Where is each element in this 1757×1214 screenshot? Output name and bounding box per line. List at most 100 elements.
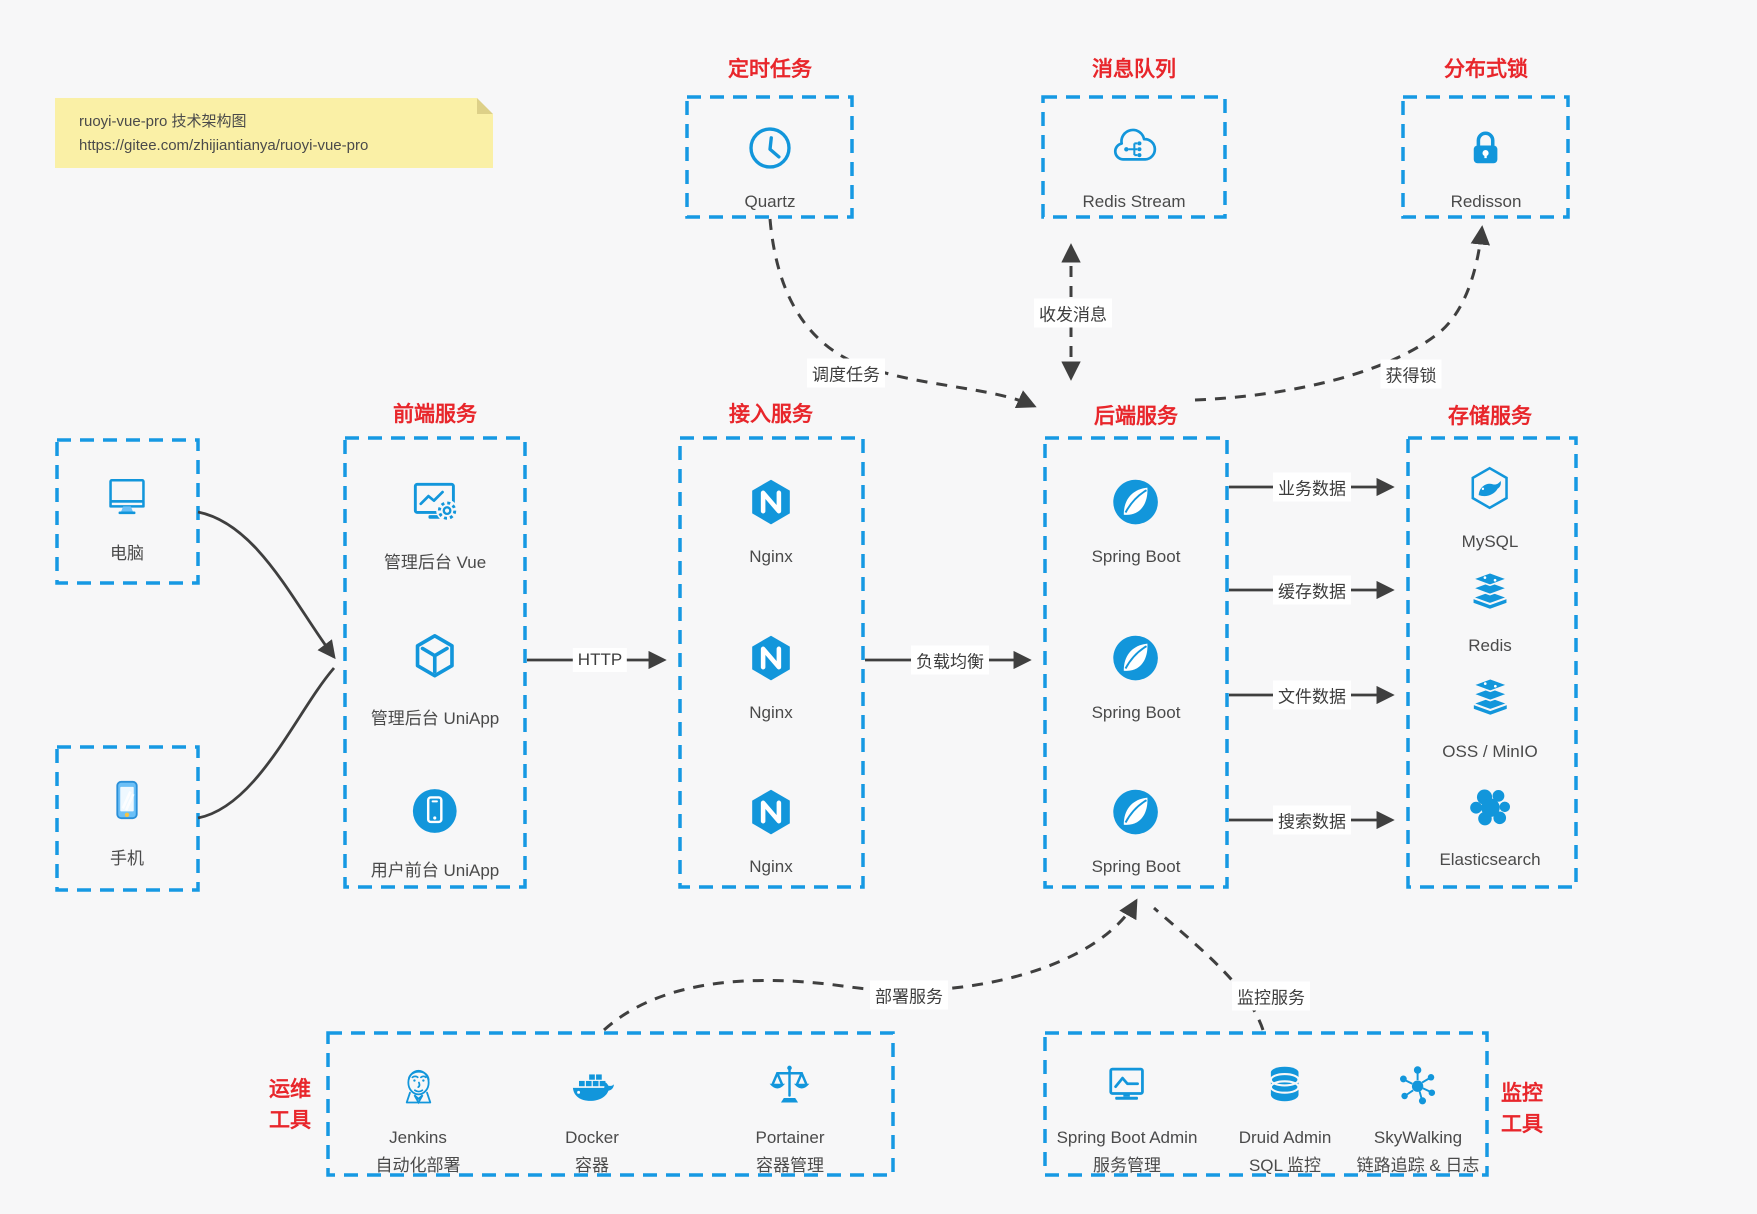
node-label: Spring Boot Admin <box>1056 1128 1198 1147</box>
node-nginx-3: Nginx <box>743 784 799 877</box>
database-icon <box>1259 1059 1311 1116</box>
jenkins-icon <box>392 1059 444 1116</box>
edge-label-messaging: 收发消息 <box>1034 298 1112 328</box>
node-elasticsearch: Elasticsearch <box>1439 779 1541 870</box>
node-sublabel: 自动化部署 <box>375 1156 461 1175</box>
edge-label-cache-data: 缓存数据 <box>1273 575 1351 605</box>
node-label: Spring Boot <box>1091 703 1181 722</box>
node-label: Redisson <box>1450 192 1522 211</box>
node-label: OSS / MinIO <box>1442 742 1538 761</box>
mysql-dolphin-icon <box>1463 461 1517 520</box>
lock-icon <box>1459 121 1513 180</box>
node-druid-admin: Druid Admin SQL 监控 <box>1238 1059 1332 1176</box>
deploy-service-arrow <box>602 898 1138 1032</box>
note-url: https://gitee.com/zhijiantianya/ruoyi-vu… <box>79 137 369 154</box>
clock-icon <box>743 121 797 180</box>
node-label: Redis <box>1468 636 1512 655</box>
node-pc: 电脑 <box>100 468 154 564</box>
node-nginx-2: Nginx <box>743 630 799 723</box>
node-quartz: Quartz <box>743 121 797 212</box>
node-label: 手机 <box>110 849 144 868</box>
edge-label-acquire-lock: 获得锁 <box>1380 359 1442 389</box>
docker-whale-icon <box>565 1059 619 1116</box>
cube-icon <box>406 629 464 692</box>
title-frontend: 前端服务 <box>393 403 477 426</box>
node-redisson: Redisson <box>1450 121 1522 212</box>
node-label: Quartz <box>744 192 796 211</box>
node-skywalking: SkyWalking 链路追踪 & 日志 <box>1356 1059 1480 1176</box>
title-monitoring-tools: 监控 工具 <box>1501 1082 1543 1136</box>
node-label: Spring Boot <box>1091 547 1181 566</box>
admin-screen-gear-icon <box>406 473 464 536</box>
node-label: Druid Admin <box>1238 1128 1332 1147</box>
node-label: 用户前台 UniApp <box>370 861 500 880</box>
node-admin-uniapp: 管理后台 UniApp <box>371 629 499 729</box>
nginx-icon <box>743 630 799 691</box>
edge-label-monitor: 监控服务 <box>1232 981 1310 1011</box>
node-mobile: 手机 <box>100 773 154 869</box>
network-hub-icon <box>1392 1059 1444 1116</box>
node-jenkins: Jenkins 自动化部署 <box>376 1059 461 1176</box>
node-sublabel: 容器管理 <box>755 1156 824 1175</box>
node-docker: Docker 容器 <box>565 1059 619 1176</box>
mobile-to-frontend-arrow <box>197 667 336 820</box>
spring-leaf-icon <box>1108 630 1164 691</box>
title-gateway: 接入服务 <box>729 403 813 426</box>
node-redis-stream: Redis Stream <box>1082 121 1186 212</box>
node-sublabel: 容器 <box>575 1156 609 1175</box>
stack-icon <box>1463 565 1517 624</box>
spring-leaf-icon <box>1108 784 1164 845</box>
node-label: MySQL <box>1461 532 1519 551</box>
node-label: SkyWalking <box>1373 1128 1463 1147</box>
node-oss-minio: OSS / MinIO <box>1442 671 1538 762</box>
node-admin-vue: 管理后台 Vue <box>384 473 486 573</box>
node-label: Spring Boot <box>1091 857 1181 876</box>
title-message-queue: 消息队列 <box>1092 58 1176 81</box>
edge-label-file-data: 文件数据 <box>1273 680 1351 710</box>
scales-icon <box>764 1059 816 1116</box>
node-label: 电脑 <box>110 544 144 563</box>
edge-label-business-data: 业务数据 <box>1273 472 1351 502</box>
desktop-icon <box>100 468 154 527</box>
node-label: Docker <box>565 1128 619 1147</box>
node-label: Jenkins <box>389 1128 447 1147</box>
title-distributed-lock: 分布式锁 <box>1444 58 1528 81</box>
monitor-service-arrow <box>1153 906 1265 1031</box>
title-backend: 后端服务 <box>1094 405 1178 428</box>
node-label: Redis Stream <box>1082 192 1186 211</box>
node-label: Nginx <box>749 703 793 722</box>
node-label: Elasticsearch <box>1439 850 1541 869</box>
title-storage: 存储服务 <box>1448 405 1532 428</box>
nginx-icon <box>743 784 799 845</box>
node-portainer: Portainer 容器管理 <box>755 1059 825 1176</box>
note-fold-icon <box>477 98 493 114</box>
spring-leaf-icon <box>1108 474 1164 535</box>
node-redis: Redis <box>1463 565 1517 656</box>
cloud-hub-icon <box>1106 121 1162 180</box>
node-springboot-2: Spring Boot <box>1091 630 1181 723</box>
node-sublabel: 链路追踪 & 日志 <box>1356 1156 1480 1175</box>
node-nginx-1: Nginx <box>743 474 799 567</box>
edge-label-http: HTTP <box>572 648 628 672</box>
node-user-uniapp: 用户前台 UniApp <box>371 783 499 881</box>
node-springboot-1: Spring Boot <box>1091 474 1181 567</box>
node-label: Nginx <box>749 857 793 876</box>
node-springboot-admin: Spring Boot Admin 服务管理 <box>1056 1059 1198 1176</box>
title-ops-tools: 运维 工具 <box>269 1078 311 1132</box>
stack-icon <box>1463 671 1517 730</box>
edge-label-load-balance: 负载均衡 <box>911 645 989 675</box>
node-label: Nginx <box>749 547 793 566</box>
node-sublabel: SQL 监控 <box>1248 1156 1322 1175</box>
elastic-cluster-icon <box>1463 779 1517 838</box>
node-label: 管理后台 Vue <box>383 553 487 572</box>
node-mysql: MySQL <box>1461 461 1519 552</box>
edge-label-deploy: 部署服务 <box>870 980 948 1010</box>
edge-label-search-data: 搜索数据 <box>1273 805 1351 835</box>
pulse-screen-icon <box>1101 1059 1153 1116</box>
nginx-icon <box>743 474 799 535</box>
phone-circle-icon <box>407 783 463 844</box>
node-sublabel: 服务管理 <box>1093 1156 1161 1175</box>
node-label: Portainer <box>755 1128 825 1147</box>
node-springboot-3: Spring Boot <box>1091 784 1181 877</box>
